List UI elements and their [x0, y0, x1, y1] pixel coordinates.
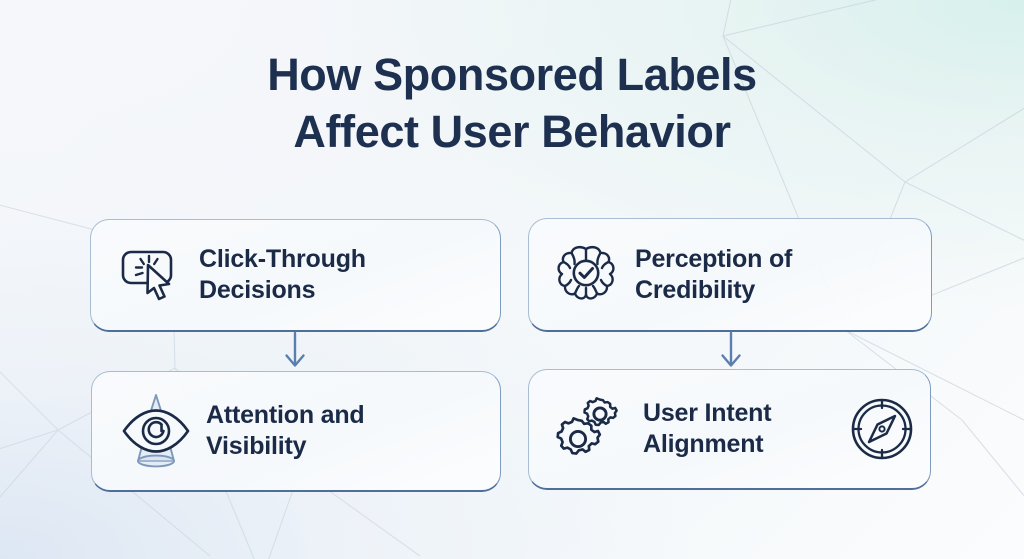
card-label-click-through-decisions: Click-Through Decisions — [199, 245, 366, 304]
card-user-intent-alignment[interactable]: User Intent Alignment — [528, 369, 931, 490]
card-label-attention-and-visibility: Attention and Visibility — [206, 401, 365, 460]
page-title-line-1: How Sponsored Labels — [267, 49, 757, 100]
compass-icon — [848, 395, 916, 463]
gears-icon — [553, 393, 631, 465]
page-title-line-2: Affect User Behavior — [293, 106, 731, 157]
card-perception-of-credibility[interactable]: Perception of Credibility — [528, 218, 932, 332]
connector-arrow-left — [285, 331, 305, 367]
card-click-through-decisions[interactable]: Click-Through Decisions — [90, 219, 501, 332]
eye-beam-icon — [120, 390, 192, 472]
page-title: How Sponsored Labels Affect User Behavio… — [0, 46, 1024, 160]
cursor-click-icon — [119, 246, 181, 304]
card-label-user-intent-alignment: User Intent Alignment — [643, 399, 772, 458]
brain-check-icon — [553, 244, 619, 306]
connector-arrow-right — [721, 331, 741, 367]
card-attention-and-visibility[interactable]: Attention and Visibility — [91, 371, 501, 492]
card-label-perception-of-credibility: Perception of Credibility — [635, 244, 793, 304]
